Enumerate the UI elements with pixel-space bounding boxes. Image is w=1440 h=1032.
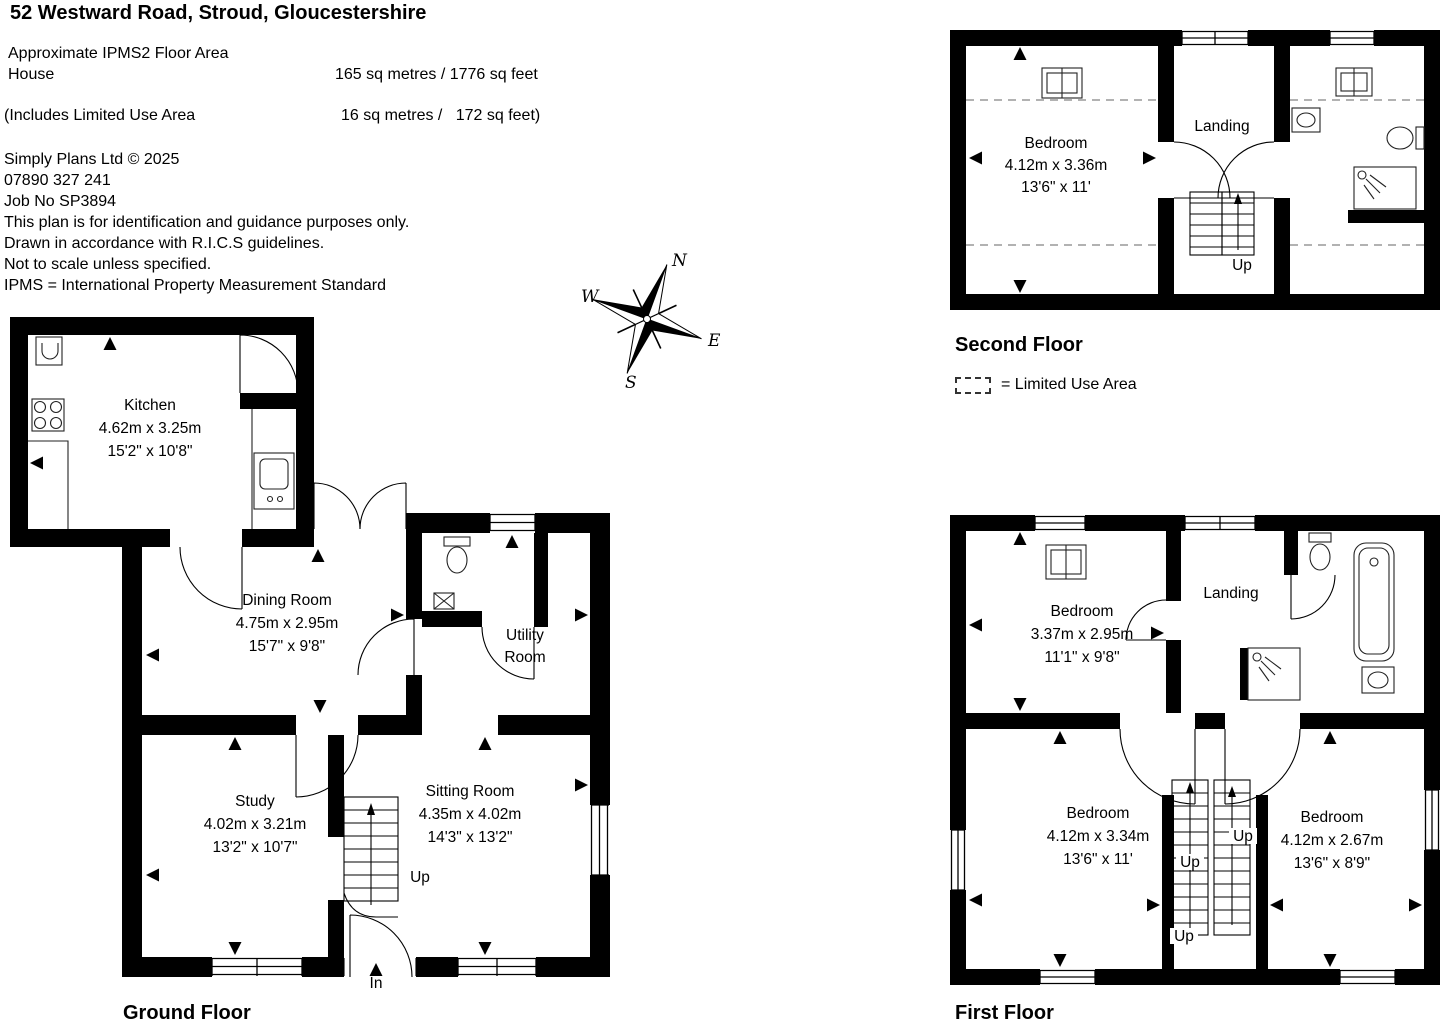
second-labels: Bedroom 4.12m x 3.36m 13'6" x 11' Landin… <box>1005 118 1252 274</box>
note-ipms: IPMS = International Property Measuremen… <box>4 277 386 294</box>
first-landing-label: Landing <box>1203 585 1258 602</box>
first-up-label-3: Up <box>1174 928 1194 945</box>
floorplan-ground: Kitchen 4.62m x 3.25m 15'2" x 10'8" Dini… <box>10 317 610 990</box>
first-bed2-label: Bedroom <box>1067 805 1130 822</box>
second-up-label: Up <box>1232 257 1252 274</box>
ground-floor-heading: Ground Floor <box>123 1002 251 1024</box>
compass-rose: N E S W <box>581 251 721 393</box>
first-bed3-dim-metric: 4.12m x 2.67m <box>1281 832 1384 849</box>
first-bed3-dim-imperial: 13'6" x 8'9" <box>1294 855 1370 872</box>
second-stairs <box>1189 191 1255 256</box>
note-company: Simply Plans Ltd © 2025 <box>4 151 180 168</box>
compass-e-label: E <box>707 331 721 351</box>
utility-label-2: Room <box>504 649 545 666</box>
note-scale: Not to scale unless specified. <box>4 256 212 273</box>
compass-star <box>592 264 702 374</box>
compass-w-label: W <box>581 287 600 307</box>
floorplan-first: Bedroom 3.37m x 2.95m 11'1" x 9'8" Landi… <box>950 515 1440 985</box>
second-windows <box>1181 30 1375 46</box>
ground-fixtures <box>28 336 471 610</box>
second-bedroom-dim-metric: 4.12m x 3.36m <box>1005 157 1108 174</box>
first-measure-arrows <box>969 532 1422 967</box>
area-limited-label: (Includes Limited Use Area <box>4 107 196 124</box>
note-phone: 07890 327 241 <box>4 172 111 189</box>
first-labels: Bedroom 3.37m x 2.95m 11'1" x 9'8" Landi… <box>1031 585 1384 945</box>
ground-labels: Kitchen 4.62m x 3.25m 15'2" x 10'8" Dini… <box>99 397 546 990</box>
first-bed1-dim-metric: 3.37m x 2.95m <box>1031 626 1134 643</box>
page-title: 52 Westward Road, Stroud, Gloucestershir… <box>10 2 427 24</box>
area-house-value: 165 sq metres / 1776 sq feet <box>335 66 538 83</box>
dining-label: Dining Room <box>242 592 332 609</box>
compass-n-label: N <box>671 251 688 271</box>
study-dim-imperial: 13'2" x 10'7" <box>212 839 297 856</box>
first-floor-heading: First Floor <box>955 1002 1054 1024</box>
legend-label: = Limited Use Area <box>1001 376 1137 393</box>
floorplan-second: Bedroom 4.12m x 3.36m 13'6" x 11' Landin… <box>950 30 1440 310</box>
first-bed2-dim-imperial: 13'6" x 11' <box>1063 851 1133 868</box>
dining-dim-metric: 4.75m x 2.95m <box>236 615 339 632</box>
first-doors <box>1119 574 1336 805</box>
dining-dim-imperial: 15'7" x 9'8" <box>249 638 325 655</box>
first-label-plates <box>1170 828 1257 944</box>
area-house-label: House <box>8 66 55 83</box>
kitchen-label: Kitchen <box>124 397 176 414</box>
study-dim-metric: 4.02m x 3.21m <box>204 816 307 833</box>
first-up-label-2: Up <box>1233 828 1253 845</box>
second-floor-heading: Second Floor <box>955 334 1083 356</box>
legend: = Limited Use Area <box>955 376 1137 394</box>
sitting-label: Sitting Room <box>426 783 515 800</box>
ground-walls <box>10 317 610 977</box>
limited-use-swatch <box>955 376 991 394</box>
first-fixtures <box>1045 532 1395 701</box>
ground-in-label: In <box>370 975 383 990</box>
sitting-dim-imperial: 14'3" x 13'2" <box>427 829 512 846</box>
compass-s-label: S <box>625 373 637 393</box>
second-walls <box>950 30 1440 310</box>
kitchen-dim-metric: 4.62m x 3.25m <box>99 420 202 437</box>
area-limited-value: 16 sq metres / 172 sq feet) <box>341 107 541 124</box>
ground-doors <box>179 334 535 978</box>
study-label: Study <box>235 793 275 810</box>
first-bed3-label: Bedroom <box>1301 809 1364 826</box>
first-bed1-label: Bedroom <box>1051 603 1114 620</box>
sitting-dim-metric: 4.35m x 4.02m <box>419 806 522 823</box>
kitchen-dim-imperial: 15'2" x 10'8" <box>107 443 192 460</box>
first-windows <box>950 515 1440 985</box>
second-fixtures <box>1041 67 1425 210</box>
first-walls <box>950 515 1440 985</box>
first-bed1-dim-imperial: 11'1" x 9'8" <box>1044 649 1119 666</box>
first-bed2-dim-metric: 4.12m x 3.34m <box>1047 828 1150 845</box>
ground-measure-arrows <box>30 337 588 976</box>
note-job: Job No SP3894 <box>4 193 117 210</box>
second-doors <box>1173 141 1275 199</box>
disclaimer-block: Simply Plans Ltd © 2025 07890 327 241 Jo… <box>4 149 409 296</box>
second-landing-label: Landing <box>1194 118 1249 135</box>
first-up-label-1: Up <box>1180 854 1200 871</box>
second-bedroom-label: Bedroom <box>1025 135 1088 152</box>
second-bedroom-dim-imperial: 13'6" x 11' <box>1021 179 1091 196</box>
second-measure-arrows <box>969 47 1242 293</box>
ground-up-label: Up <box>410 869 430 886</box>
ground-windows <box>211 513 609 976</box>
note-rics: Drawn in accordance with R.I.C.S guideli… <box>4 235 325 252</box>
utility-label-1: Utility <box>506 627 544 644</box>
note-purpose: This plan is for identification and guid… <box>4 214 410 231</box>
area-heading: Approximate IPMS2 Floor Area <box>8 45 229 62</box>
